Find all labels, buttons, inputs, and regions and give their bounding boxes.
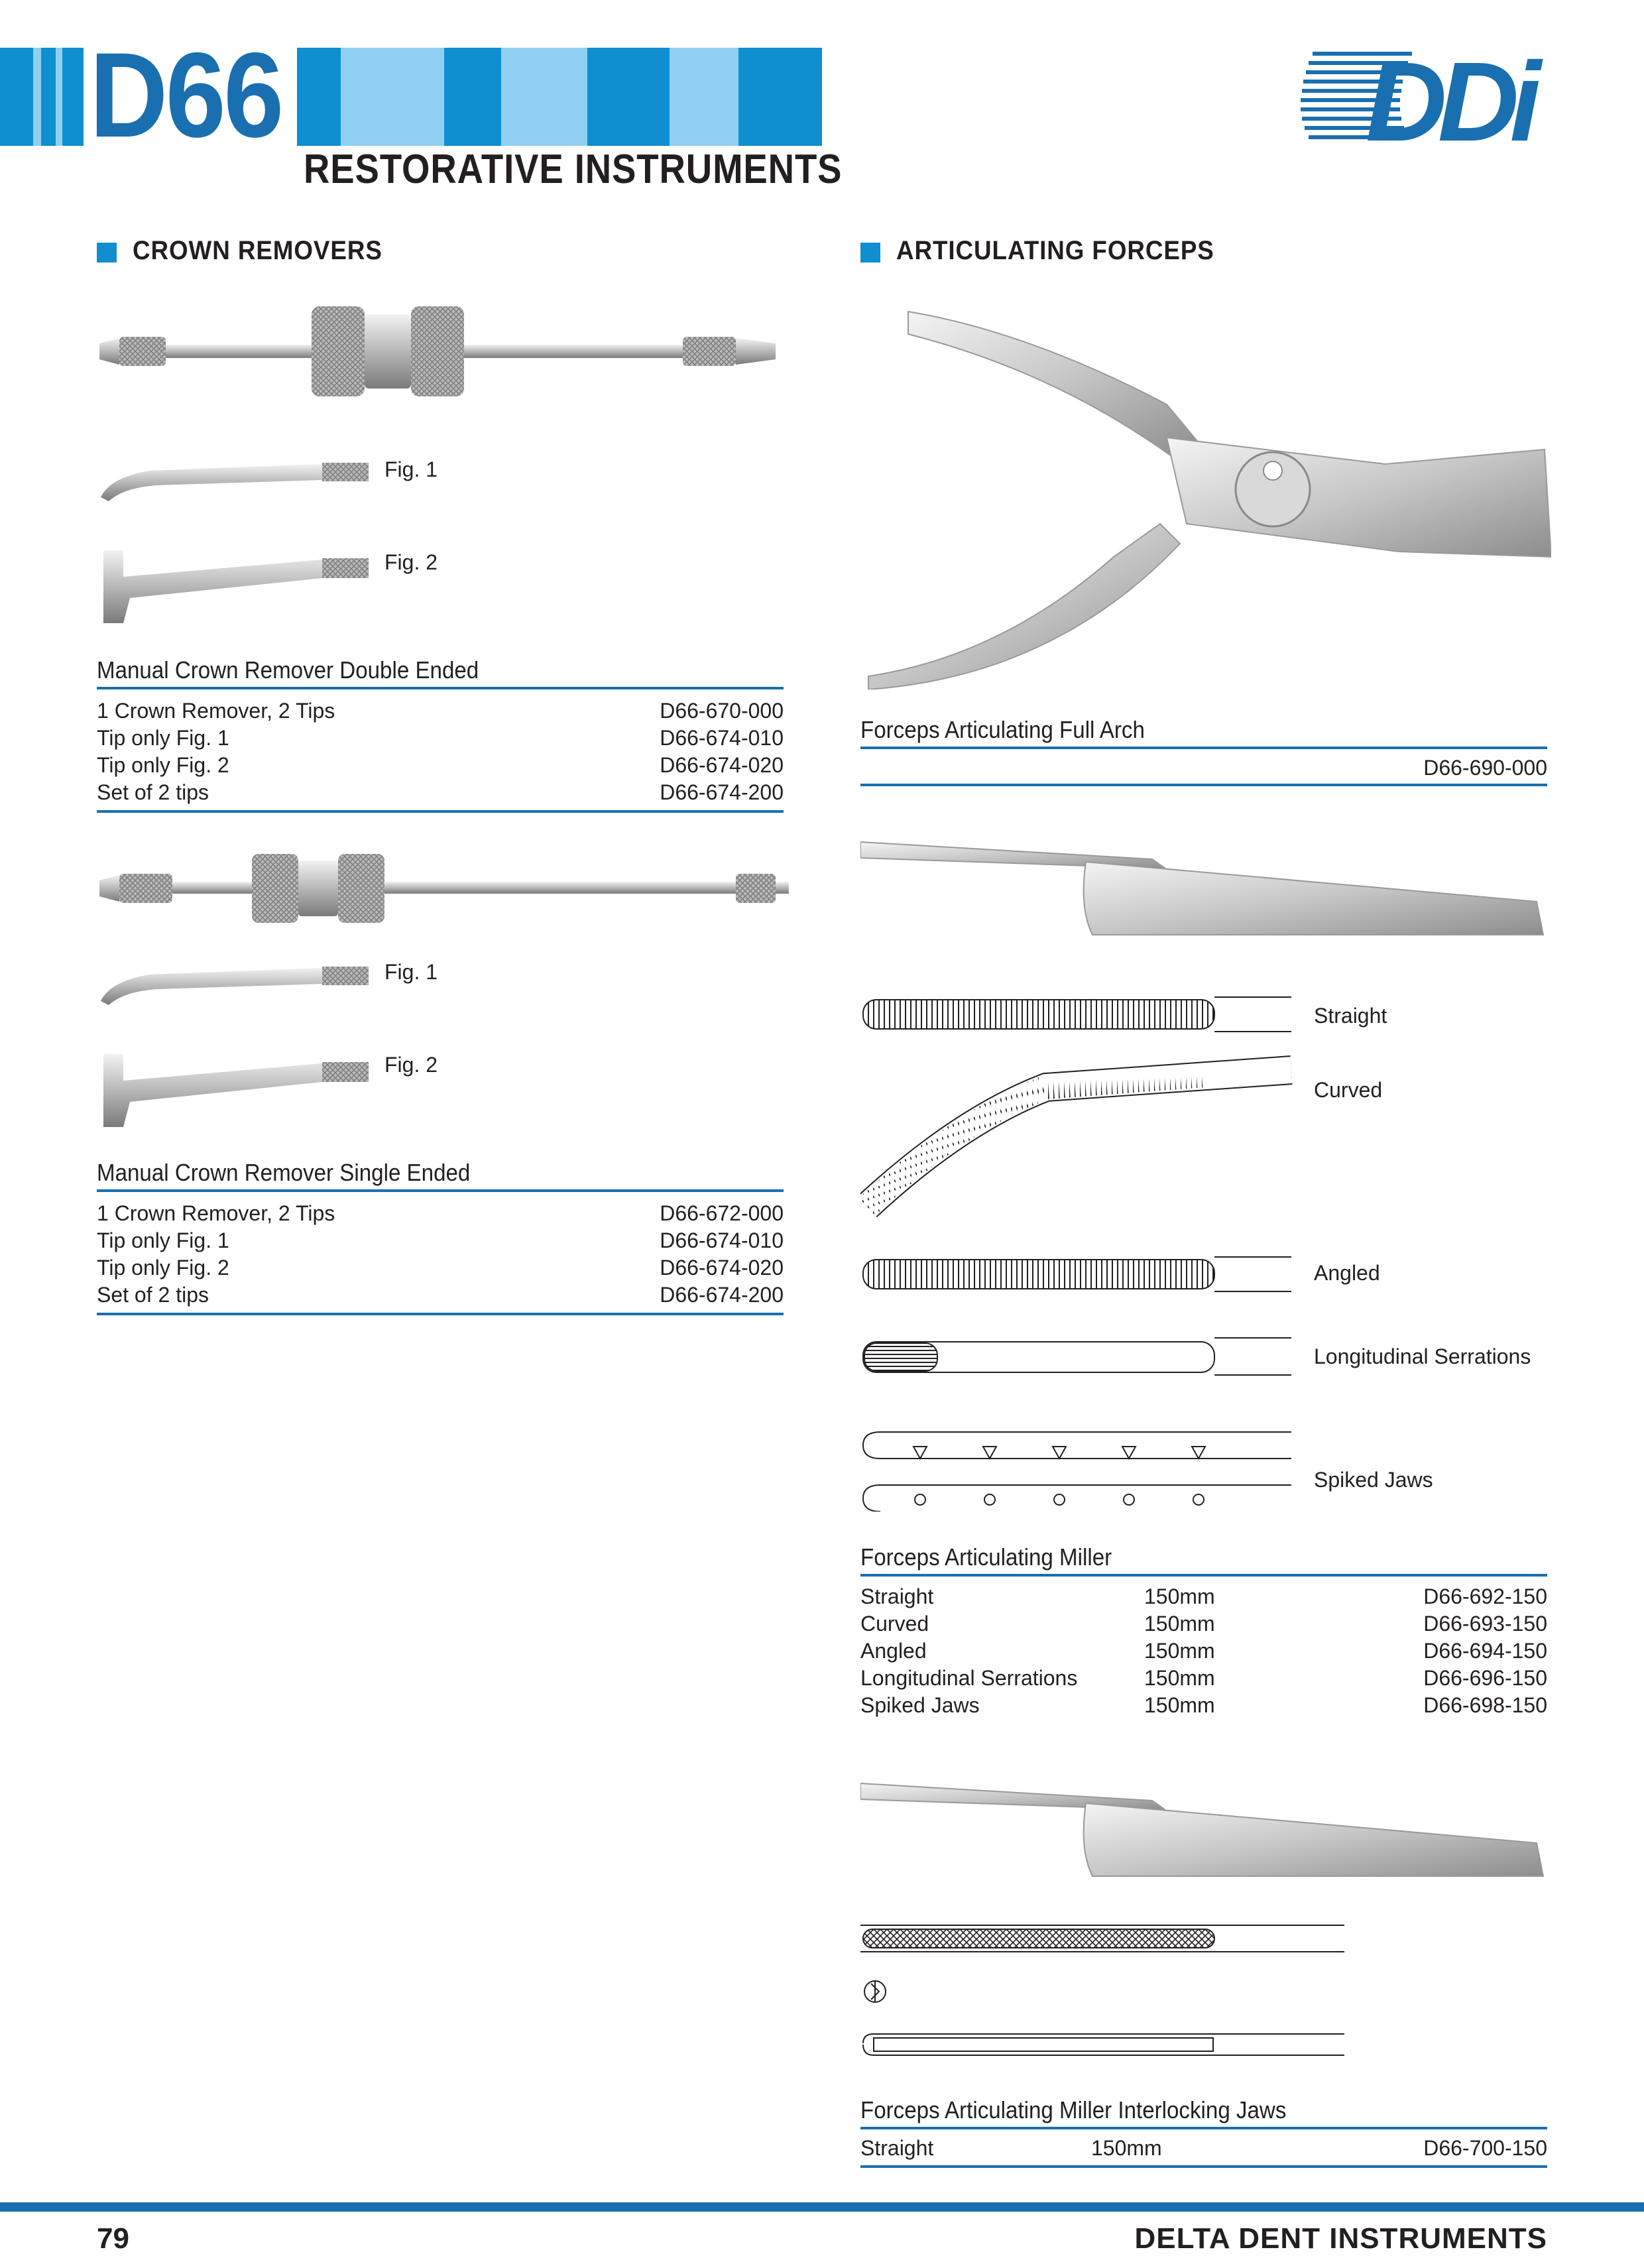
miller-forceps-image [860, 841, 1545, 935]
band-segment [501, 48, 587, 146]
band-segment [297, 48, 341, 146]
product-title-full-arch: Forceps Articulating Full Arch [860, 716, 1145, 743]
band-segment [444, 48, 501, 146]
title-rule [860, 1574, 1547, 1577]
full-arch-forceps-image [868, 310, 1551, 689]
band-segment [0, 48, 33, 146]
tip-fig1-image [101, 463, 369, 501]
title-rule [860, 2127, 1547, 2129]
crown-remover-double-ended-image [99, 306, 776, 396]
table-bottom-rule [97, 810, 784, 813]
page-number: 79 [97, 2222, 129, 2255]
band-segment [738, 48, 822, 146]
tip-fig2-image [103, 550, 369, 623]
product-title-single-ended: Manual Crown Remover Single Ended [97, 1159, 471, 1186]
section-code: D66 [84, 34, 288, 155]
jaw-diagrams-image [860, 996, 1293, 1512]
jaw-label-curved: Curved [1314, 1078, 1383, 1102]
table-bottom-rule [97, 1313, 784, 1315]
band-segment [587, 48, 670, 146]
jaw-label-longitudinal-serrations: Longitudinal Serrations [1314, 1344, 1531, 1368]
title-rule [97, 1189, 784, 1192]
section-marker-icon [860, 243, 880, 263]
band-segment [670, 48, 738, 146]
product-title-double-ended: Manual Crown Remover Double Ended [97, 656, 479, 684]
band-segment [341, 48, 444, 146]
page-subtitle: RESTORATIVE INSTRUMENTS [304, 147, 843, 192]
crown-remover-single-ended-image [99, 854, 789, 923]
product-title-interlocking: Forceps Articulating Miller Interlocking… [860, 2096, 1287, 2123]
fig2-label-single: Fig. 2 [384, 1053, 438, 1077]
band-segment [41, 48, 56, 146]
title-rule [97, 687, 784, 689]
ddi-logo: DDi [1301, 48, 1551, 147]
band-segment [33, 48, 41, 146]
table-bottom-rule [860, 784, 1547, 786]
interlocking-jaw-diagram [860, 1925, 1344, 2056]
footer-bar [0, 2202, 1644, 2212]
jaw-label-straight: Straight [1314, 1004, 1387, 1028]
section-marker-icon [97, 243, 117, 263]
product-title-miller: Forceps Articulating Miller [860, 1543, 1112, 1571]
jaw-label-spiked-jaws: Spiked Jaws [1314, 1468, 1433, 1492]
section-title-articulating-forceps: ARTICULATING FORCEPS [896, 236, 1214, 265]
title-rule [860, 746, 1547, 749]
tip-fig2-image-single [103, 1054, 369, 1127]
band-segment [62, 48, 86, 146]
fig1-label: Fig. 1 [384, 457, 438, 481]
section-title-crown-removers: CROWN REMOVERS [133, 236, 382, 265]
band-segment [56, 48, 62, 146]
logo-text: DDi [1366, 48, 1544, 147]
fig1-label-single: Fig. 1 [384, 960, 438, 984]
table-bottom-rule [860, 2165, 1547, 2168]
fig2-label: Fig. 2 [384, 550, 438, 574]
footer-brand: DELTA DENT INSTRUMENTS [1134, 2222, 1547, 2255]
miller-interlocking-forceps-image [860, 1782, 1545, 1877]
jaw-label-angled: Angled [1314, 1261, 1380, 1285]
tip-fig1-image-single [101, 967, 369, 1005]
